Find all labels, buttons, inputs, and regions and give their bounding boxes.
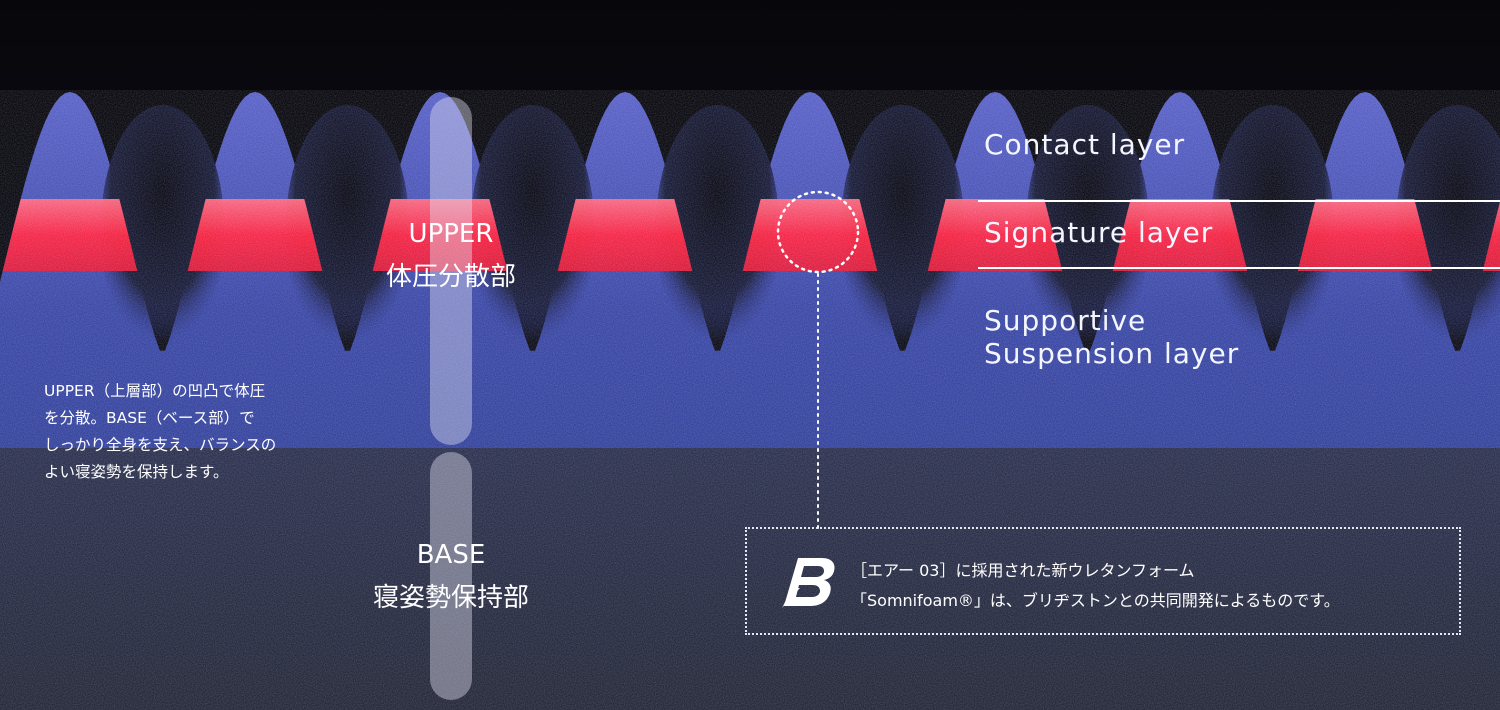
somnifoam-note-box bbox=[745, 527, 1461, 635]
description-line: を分散。BASE（ベース部）で bbox=[44, 409, 255, 427]
base-subtitle: 寝姿勢保持部 bbox=[372, 583, 529, 613]
supportive-layer-label-line1: Supportive bbox=[984, 304, 1147, 337]
note-line-1: ［エアー 03］に採用された新ウレタンフォーム bbox=[851, 561, 1195, 580]
foam-texture bbox=[0, 90, 1500, 710]
bridgestone-b-logo-icon bbox=[782, 558, 835, 608]
description-line: UPPER（上層部）の凹凸で体圧 bbox=[44, 382, 266, 400]
description-line: よい寝姿勢を保持します。 bbox=[44, 463, 229, 481]
upper-description: UPPER（上層部）の凹凸で体圧 を分散。BASE（ベース部）で しっかり全身を… bbox=[44, 378, 364, 486]
supportive-layer-label-line2: Suspension layer bbox=[984, 337, 1240, 370]
signature-layer-label: Signature layer bbox=[984, 216, 1214, 249]
base-indicator-bar bbox=[430, 452, 472, 700]
contact-layer-label: Contact layer bbox=[984, 128, 1186, 161]
callout-circle bbox=[776, 190, 860, 274]
description-line: しっかり全身を支え、バランスの bbox=[44, 436, 277, 454]
upper-subtitle: 体圧分散部 bbox=[385, 262, 516, 292]
base-title: BASE bbox=[416, 540, 486, 570]
upper-indicator-bar bbox=[430, 97, 472, 445]
upper-title: UPPER bbox=[408, 219, 494, 249]
note-line-2: 「Somnifoam®」は、ブリヂストンとの共同開発によるものです。 bbox=[851, 591, 1340, 610]
